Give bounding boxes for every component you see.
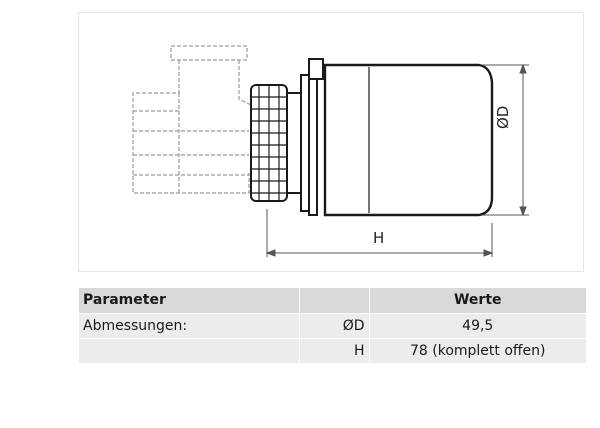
param-cell: Abmessungen: [79, 312, 299, 338]
product-drawing: H ØD [78, 12, 584, 272]
knurled-nut [250, 84, 288, 202]
collar-rings [286, 58, 324, 216]
table-header-row: Parameter Werte [79, 288, 586, 313]
dim-d-label: ØD [494, 105, 512, 129]
value-cell: 78 (komplett offen) [368, 337, 586, 363]
param-cell [79, 337, 299, 363]
symbol-cell: H [298, 337, 369, 363]
dim-d-line [483, 63, 529, 217]
dim-h-label: H [373, 229, 385, 247]
spec-table: Parameter Werte Abmessungen: ØD 49,5 H 7… [79, 288, 586, 363]
table-row: Abmessungen: ØD 49,5 [79, 312, 586, 338]
table-row: H 78 (komplett offen) [79, 337, 586, 363]
valve-body-outline [132, 45, 252, 194]
actuator-head [323, 63, 494, 217]
technical-drawing-svg [132, 45, 529, 257]
header-parameter: Parameter [79, 288, 299, 313]
value-cell: 49,5 [368, 312, 586, 338]
dim-h-line [265, 209, 494, 257]
header-symbol [298, 288, 369, 313]
symbol-cell: ØD [298, 312, 369, 338]
header-werte: Werte [368, 288, 586, 313]
